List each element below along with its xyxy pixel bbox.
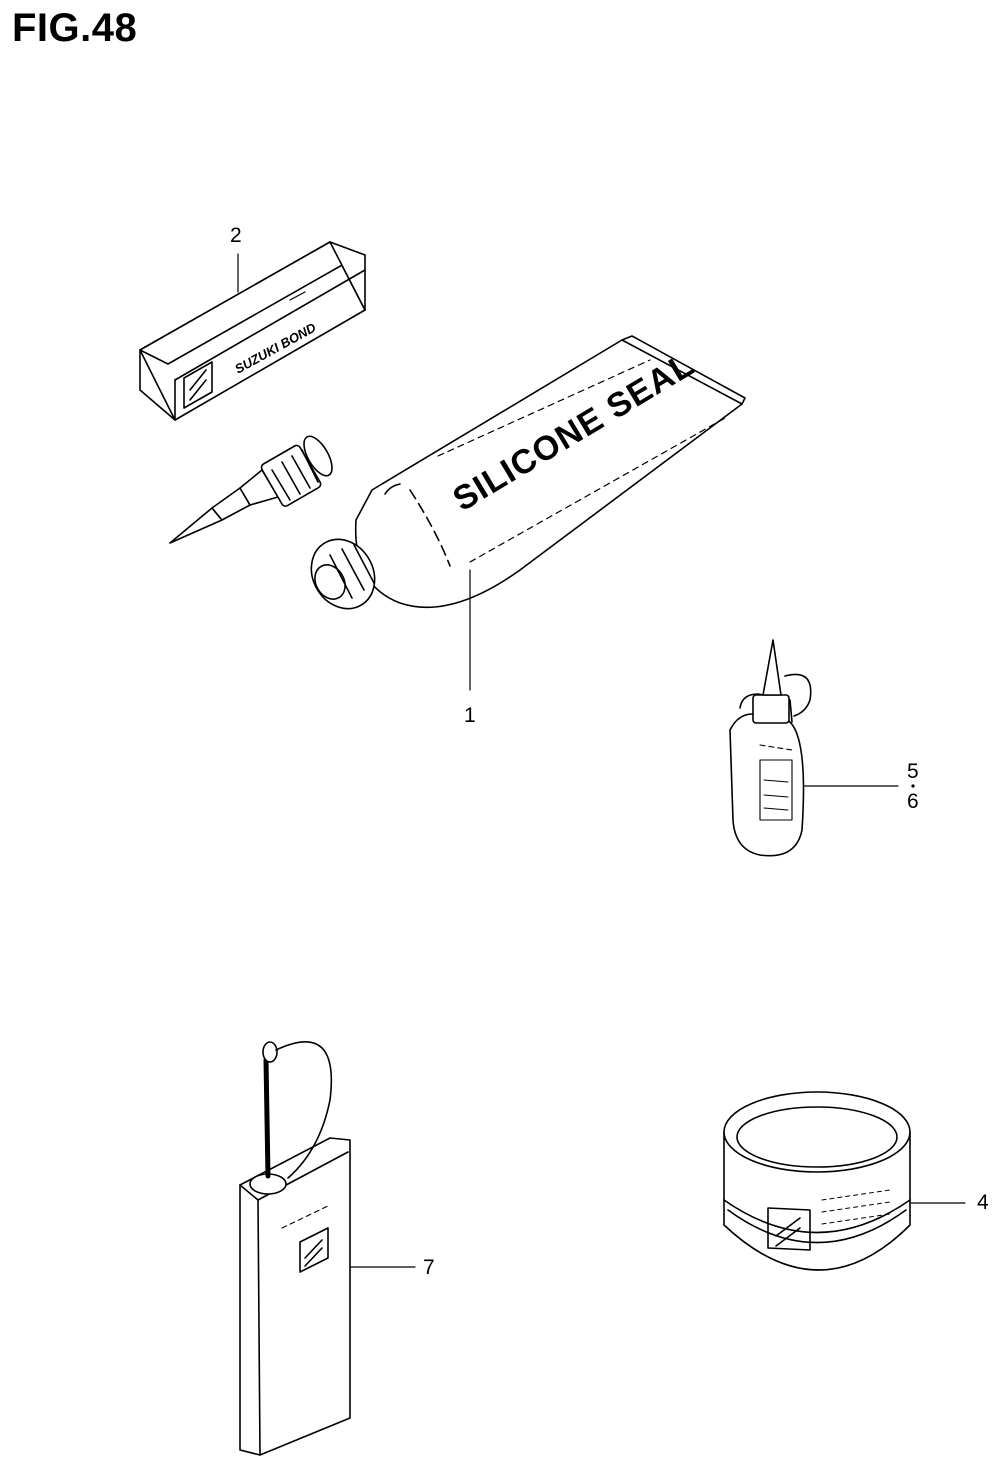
nozzle xyxy=(169,435,333,544)
callout-2: 2 xyxy=(230,224,242,247)
silicone-seal-tube: SILICONE SEAL xyxy=(310,335,746,610)
separator-dot xyxy=(911,784,915,788)
figure-title: FIG.48 xyxy=(12,6,138,50)
grease-can xyxy=(723,1091,911,1271)
callout-6: 6 xyxy=(907,790,919,813)
suzuki-logo-icon xyxy=(767,1207,811,1251)
suzuki-bond-box: SUZUKI BOND xyxy=(139,241,366,421)
callout-4: 4 xyxy=(977,1191,989,1214)
thread-lock-bottle xyxy=(729,639,812,857)
callout-5: 5 xyxy=(907,760,919,783)
suzuki-logo-icon xyxy=(183,361,213,409)
callout-1: 1 xyxy=(464,704,476,727)
callout-7: 7 xyxy=(423,1256,435,1279)
suzuki-logo-icon xyxy=(299,1227,329,1273)
oil-can xyxy=(239,1041,351,1456)
